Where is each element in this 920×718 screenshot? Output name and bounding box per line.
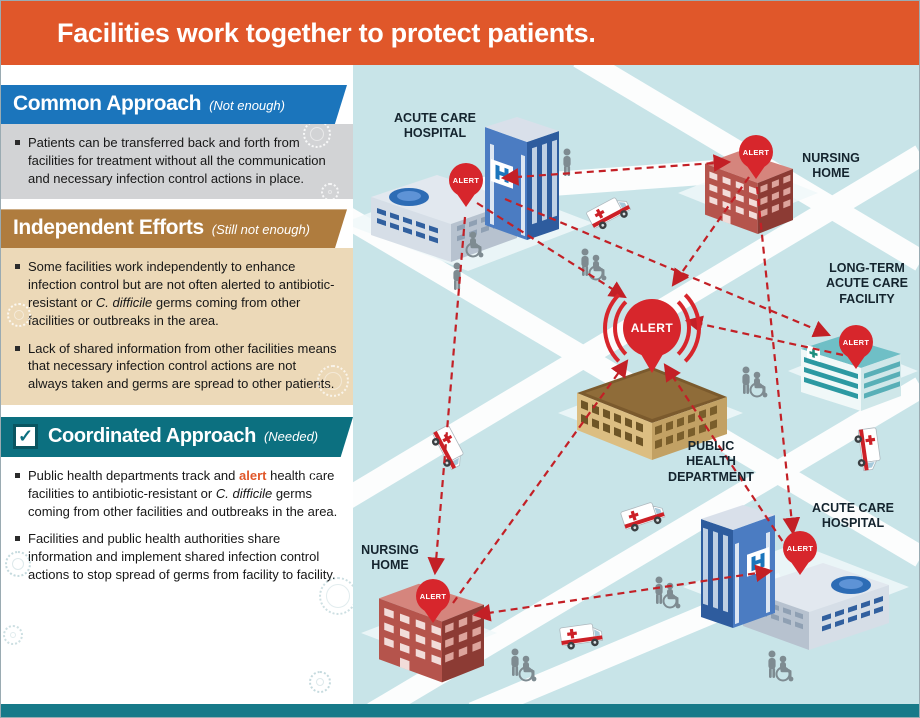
alert-pin-hospital-bottom: ALERT [780,531,820,575]
section-title: Independent Efforts [13,216,204,240]
central-alert-label: ALERT [630,321,674,335]
bullet-square-icon [15,264,20,270]
section-title: Coordinated Approach [48,424,256,447]
alert-highlight: alert [239,467,267,483]
bullet-square-icon [15,472,20,478]
central-alert-pin: ALERT [603,279,701,387]
alert-arrows [427,154,844,622]
checkmark-glyph: ✓ [17,425,34,446]
bullet-text: Facilities and public health authorities… [28,531,336,582]
label-ltac-facility: LONG-TERM ACUTE CARE FACILITY [826,261,908,306]
text-segment: germs coming from other facilities and o… [28,485,338,519]
text-segment: germs coming from other facilities or ou… [28,294,301,328]
bullet-text: Lack of shared information from other fa… [28,340,337,392]
alert-pin-nursing-bottom: ALERT [413,579,453,623]
alert-pin-head: ALERT [449,163,483,197]
checkbox-icon: ✓ [13,423,38,449]
facility-map: ACUTE CARE HOSPITAL NURSING HOME LONG-TE… [353,65,919,706]
section-body-common: Patients can be transferred back and for… [1,124,353,200]
section-qualifier: (Still not enough) [211,222,311,238]
bullet-item: Public health departments track and aler… [13,467,339,520]
text-segment: Public health departments track and [28,467,240,483]
section-qualifier: (Not enough) [209,98,285,113]
section-qualifier: (Needed) [263,428,319,444]
alert-pin-label: ALERT [419,591,447,601]
alert-pin-label: ALERT [786,543,814,553]
bullet-text: Patients can be transferred back and for… [28,135,326,186]
bullet-square-icon [15,345,20,351]
alert-pin-label: ALERT [452,175,480,185]
alert-pin-ltac: ALERT [836,325,876,369]
section-title: Common Approach [13,92,202,115]
alert-pin-head: ALERT [839,325,873,359]
page-title: Facilities work together to protect pati… [57,17,596,48]
section-header-common-approach: Common Approach (Not enough) [1,85,347,124]
alert-pin-label: ALERT [842,337,870,347]
alert-pin-tail [791,562,809,575]
alert-pin-tail [424,610,442,623]
germ-icon [3,625,23,645]
alert-pin-head: ALERT [416,579,450,613]
germ-icon [309,671,331,693]
bullet-item: Lack of shared information from other fa… [13,340,339,393]
bullet-text: Public health departments track and aler… [28,467,339,520]
alert-pin-nursing-top: ALERT [736,135,776,179]
alert-pin-tail [457,194,475,207]
bullet-text: Some facilities work independently to en… [28,258,339,329]
alert-pin-tail [847,356,865,369]
bullet-item: Some facilities work independently to en… [13,258,339,329]
label-nursing-home-bottom: NURSING HOME [361,543,419,573]
section-body-independent: Some facilities work independently to en… [1,248,353,405]
alert-pin-hospital-top: ALERT [446,163,486,207]
label-acute-care-hospital-top: ACUTE CARE HOSPITAL [394,111,476,141]
bottom-bar [1,704,919,717]
section-header-coordinated-approach: ✓ Coordinated Approach (Needed) [1,416,353,457]
alert-pin-head: ALERT [783,531,817,565]
text-segment: Some facilities work independently to en… [28,259,335,310]
bullet-item: Patients can be transferred back and for… [13,134,339,187]
text-segment-italic: C. difficile [95,294,153,310]
alert-pin-tail [747,166,765,179]
alert-pin-label: ALERT [742,147,770,157]
alert-pin-head: ALERT [739,135,773,169]
header-banner: Facilities work together to protect pati… [1,1,919,65]
left-panel: Common Approach (Not enough) Patients ca… [1,65,353,706]
text-segment-italic: C. difficile [215,485,273,501]
bullet-square-icon [15,536,20,542]
section-body-coordinated: Public health departments track and aler… [1,457,353,596]
bullet-square-icon [15,140,20,145]
section-header-independent-efforts: Independent Efforts (Still not enough) [1,209,347,249]
bullet-item: Facilities and public health authorities… [13,530,339,583]
central-alert-pin-tail [638,349,666,373]
central-alert-pin-head: ALERT [623,299,681,357]
label-nursing-home-top: NURSING HOME [802,151,860,181]
label-acute-care-hospital-bottom: ACUTE CARE HOSPITAL [812,501,894,531]
label-public-health-department: PUBLIC HEALTH DEPARTMENT [668,439,754,484]
